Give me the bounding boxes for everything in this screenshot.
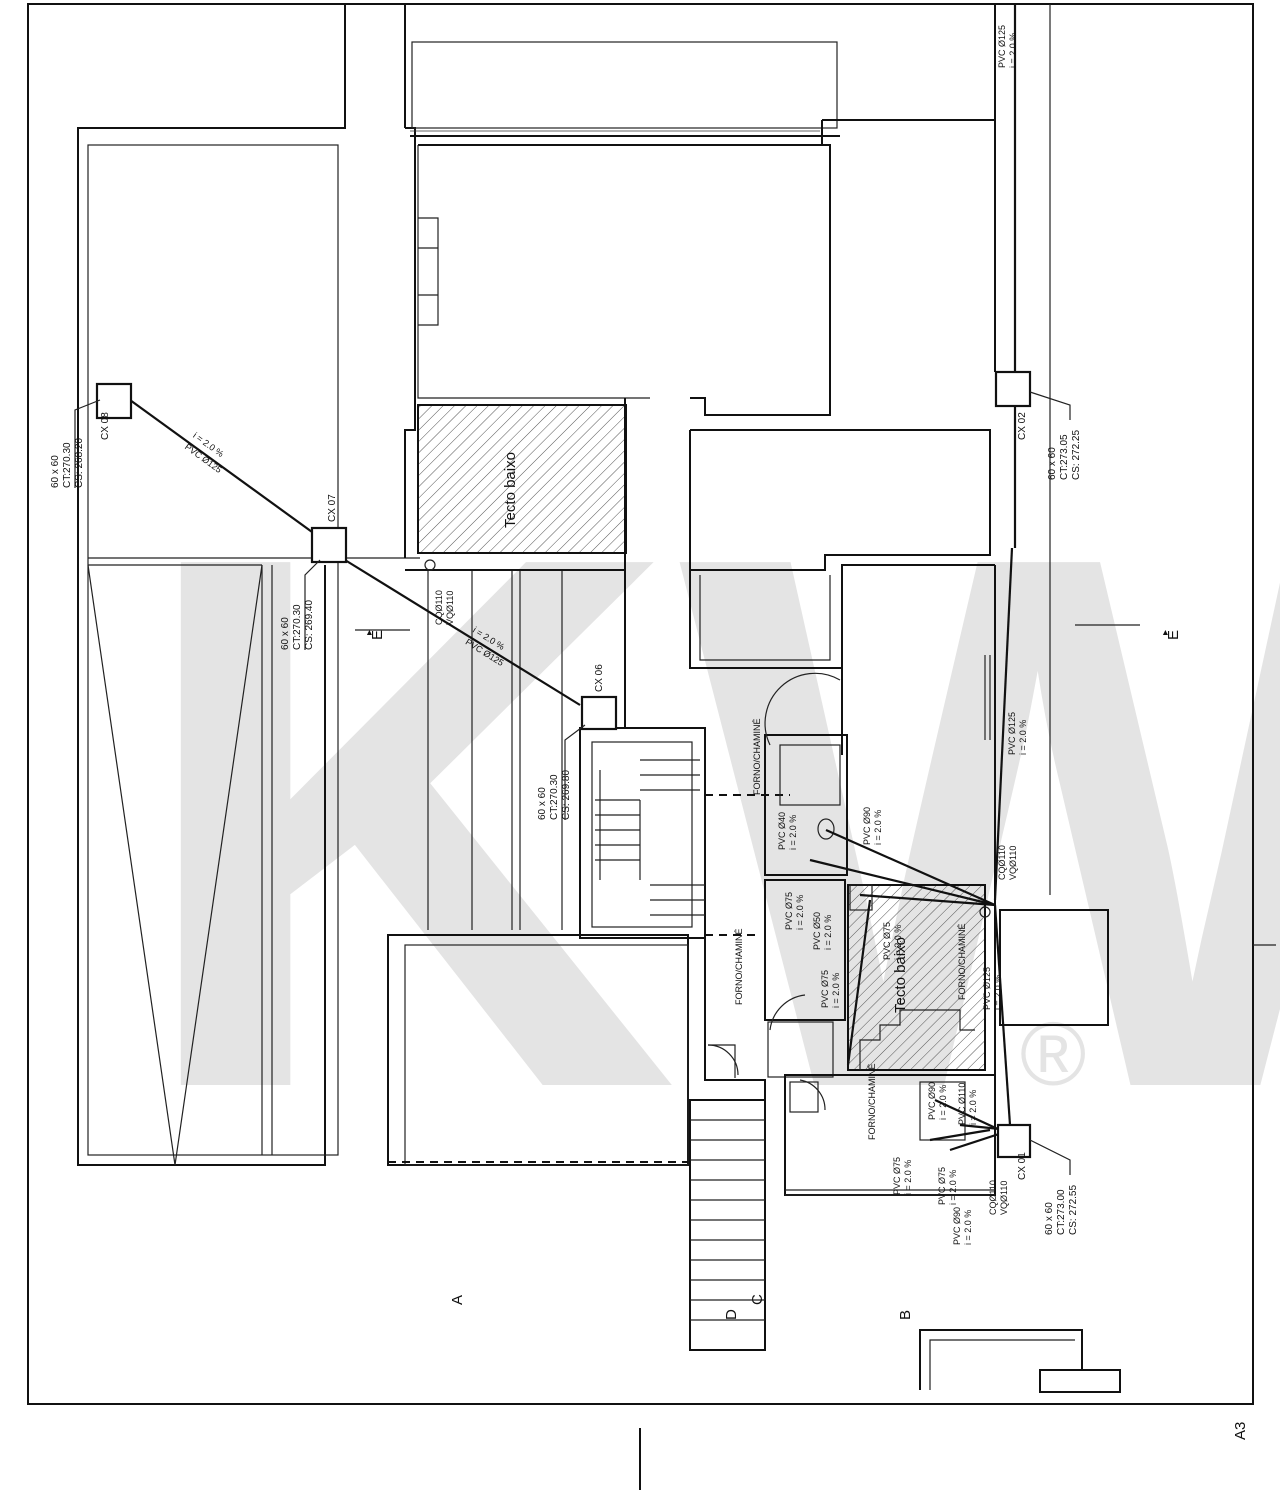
inspection-box-cx01: CX 01 60 x 60 CT:273.00 CS: 272.55 xyxy=(996,1123,1079,1235)
section-e-left: E xyxy=(369,630,386,640)
box-cx02-cs: CS: 272.25 xyxy=(1071,430,1082,480)
box-cx01-size: 60 x 60 xyxy=(1044,1202,1055,1235)
pipe-wc2-slope: i = 2.0 % xyxy=(788,815,798,850)
pipe-bath5-name: PVC Ø125 xyxy=(982,967,992,1010)
box-cx02-size: 60 x 60 xyxy=(1047,447,1058,480)
stack-top-b: VQØ110 xyxy=(445,591,455,625)
section-b: B xyxy=(897,1310,914,1320)
main-collector xyxy=(129,399,581,706)
pipe-k4-slope: i = 2.0 % xyxy=(948,1170,958,1205)
sheet-size-label: A3 xyxy=(1232,1422,1249,1440)
pipe-top-right-slope: i = 2.0 % xyxy=(1008,33,1018,68)
box-cx07-cs: CS: 269.40 xyxy=(304,600,315,650)
right-annex xyxy=(999,909,1109,1026)
stack-bottom-a: CQØ110 xyxy=(988,1180,998,1215)
inspection-box-cx02: CX 02 60 x 60 CT:273.05 CS: 272.25 xyxy=(994,370,1082,480)
low-ceiling-room-2: Tecto baixo xyxy=(847,884,986,1071)
garage-area xyxy=(77,4,420,1166)
box-cx08-id: CX 08 xyxy=(100,412,111,440)
box-cx01-ct: CT:273.00 xyxy=(1056,1189,1067,1235)
fixture-label-4: FORNO/CHAMINÉ xyxy=(957,924,967,1001)
pipe-bath5-slope: i = 2.0 % xyxy=(993,975,1003,1010)
room-label-tecto-baixo-2: Tecto baixo xyxy=(892,937,909,1013)
pipe-top-right-name: PVC Ø125 xyxy=(997,25,1007,68)
right-block xyxy=(689,429,996,1140)
pipe-k1-slope: i = 2.0 % xyxy=(938,1085,948,1120)
pipe-k2-slope: i = 2.0 % xyxy=(968,1090,978,1125)
box-cx08-size: 60 x 60 xyxy=(50,455,61,488)
pipe-wc1-name: PVC Ø90 xyxy=(862,807,872,845)
wc-branches xyxy=(809,828,1011,1152)
pipe-k3-slope: i = 2.0 % xyxy=(903,1160,913,1195)
low-ceiling-room-1: Tecto baixo xyxy=(417,404,627,554)
exterior-steps xyxy=(689,1099,766,1351)
box-cx07-ct: CT:270.30 xyxy=(292,604,303,650)
box-cx01-id: CX 01 xyxy=(1017,1152,1028,1180)
pipe-bath1-name: PVC Ø75 xyxy=(784,892,794,930)
bathroom-room: FORNO/CHAMINÉ xyxy=(734,879,846,1078)
fixture-label-1: FORNO/CHAMINÉ xyxy=(752,719,762,796)
box-cx02-id: CX 02 xyxy=(1017,412,1028,440)
stack-top-a: CQØ110 xyxy=(434,590,444,625)
pipe-k2-name: PVC Ø110 xyxy=(957,1083,967,1125)
watermark-registered: ® xyxy=(1020,1005,1086,1105)
box-cx06-size: 60 x 60 xyxy=(537,787,548,820)
pipe-k1-name: PVC Ø90 xyxy=(927,1082,937,1120)
section-d: D xyxy=(723,1309,740,1320)
pipe-k5-name: PVC Ø90 xyxy=(952,1207,962,1245)
outbuilding xyxy=(919,1329,1121,1393)
box-cx08-ct: CT:270.30 xyxy=(62,442,73,488)
room-label-tecto-baixo-1: Tecto baixo xyxy=(502,452,519,528)
pipe-right-mid-slope: i = 2.0 % xyxy=(1018,720,1028,755)
inspection-box-cx08: CX 08 60 x 60 CT:270.30 CS: 268.20 xyxy=(50,382,133,488)
fixture-label-3: FORNO/CHAMINÉ xyxy=(867,1064,877,1141)
box-cx01-cs: CS: 272.55 xyxy=(1068,1185,1079,1235)
box-cx08-cs: CS: 268.20 xyxy=(74,438,85,488)
sheet-frame xyxy=(27,3,1276,1490)
stack-bottom-b: VQØ110 xyxy=(999,1181,1009,1215)
right-pipe-run xyxy=(993,4,1140,1126)
section-arrow-e-right: ▸ xyxy=(1160,630,1171,635)
box-cx06-ct: CT:270.30 xyxy=(549,774,560,820)
inspection-box-cx06: CX 06 60 x 60 CT:270.30 CS: 269.80 xyxy=(537,664,618,820)
section-e-right: E xyxy=(1165,630,1182,640)
stack-labels: CQØ110 VQØ110 CQØ110 VQØ110 CQØ110 VQØ11… xyxy=(424,559,1018,1215)
stack-right-b: VQØ110 xyxy=(1008,846,1018,880)
inspection-box-cx07: CX 07 60 x 60 CT:270.30 CS: 269.40 xyxy=(280,494,348,650)
wc-room: FORNO/CHAMINÉ xyxy=(752,672,848,876)
pipe-right-mid-name: PVC Ø125 xyxy=(1007,712,1017,755)
stack-right-a: CQØ110 xyxy=(997,845,1007,880)
pipe-bath1-slope: i = 2.0 % xyxy=(795,895,805,930)
section-marks: E ▸ E ▸ A D C B xyxy=(355,629,1182,1320)
pipe-k4-name: PVC Ø75 xyxy=(937,1167,947,1205)
pipe-bath3-name: PVC Ø75 xyxy=(820,970,830,1008)
section-c: C xyxy=(749,1294,766,1305)
section-a: A xyxy=(449,1295,466,1305)
pipe-bath4-name: PVC Ø75 xyxy=(882,922,892,960)
box-cx07-size: 60 x 60 xyxy=(280,617,291,650)
pipe-wc1-slope: i = 2.0 % xyxy=(873,810,883,845)
pipe-bath2-slope: i = 2.0 % xyxy=(823,915,833,950)
box-cx06-cs: CS: 269.80 xyxy=(561,770,572,820)
pipe-k3-name: PVC Ø75 xyxy=(892,1157,902,1195)
pipe-k5-slope: i = 2.0 % xyxy=(963,1210,973,1245)
box-cx06-id: CX 06 xyxy=(594,664,605,692)
pipe-wc2-name: PVC Ø40 xyxy=(777,812,787,850)
stair-area xyxy=(405,398,790,939)
box-cx07-id: CX 07 xyxy=(327,494,338,522)
pipe-bath2-name: PVC Ø50 xyxy=(812,912,822,950)
section-arrow-e-left: ▸ xyxy=(364,630,375,635)
central-walls xyxy=(404,4,996,558)
pipe-bath4-slope: i = 2.0 % xyxy=(893,925,903,960)
pipe-bath3-slope: i = 2.0 % xyxy=(831,973,841,1008)
box-cx02-ct: CT:273.05 xyxy=(1059,434,1070,480)
fixture-label-2: FORNO/CHAMINÉ xyxy=(734,929,744,1006)
